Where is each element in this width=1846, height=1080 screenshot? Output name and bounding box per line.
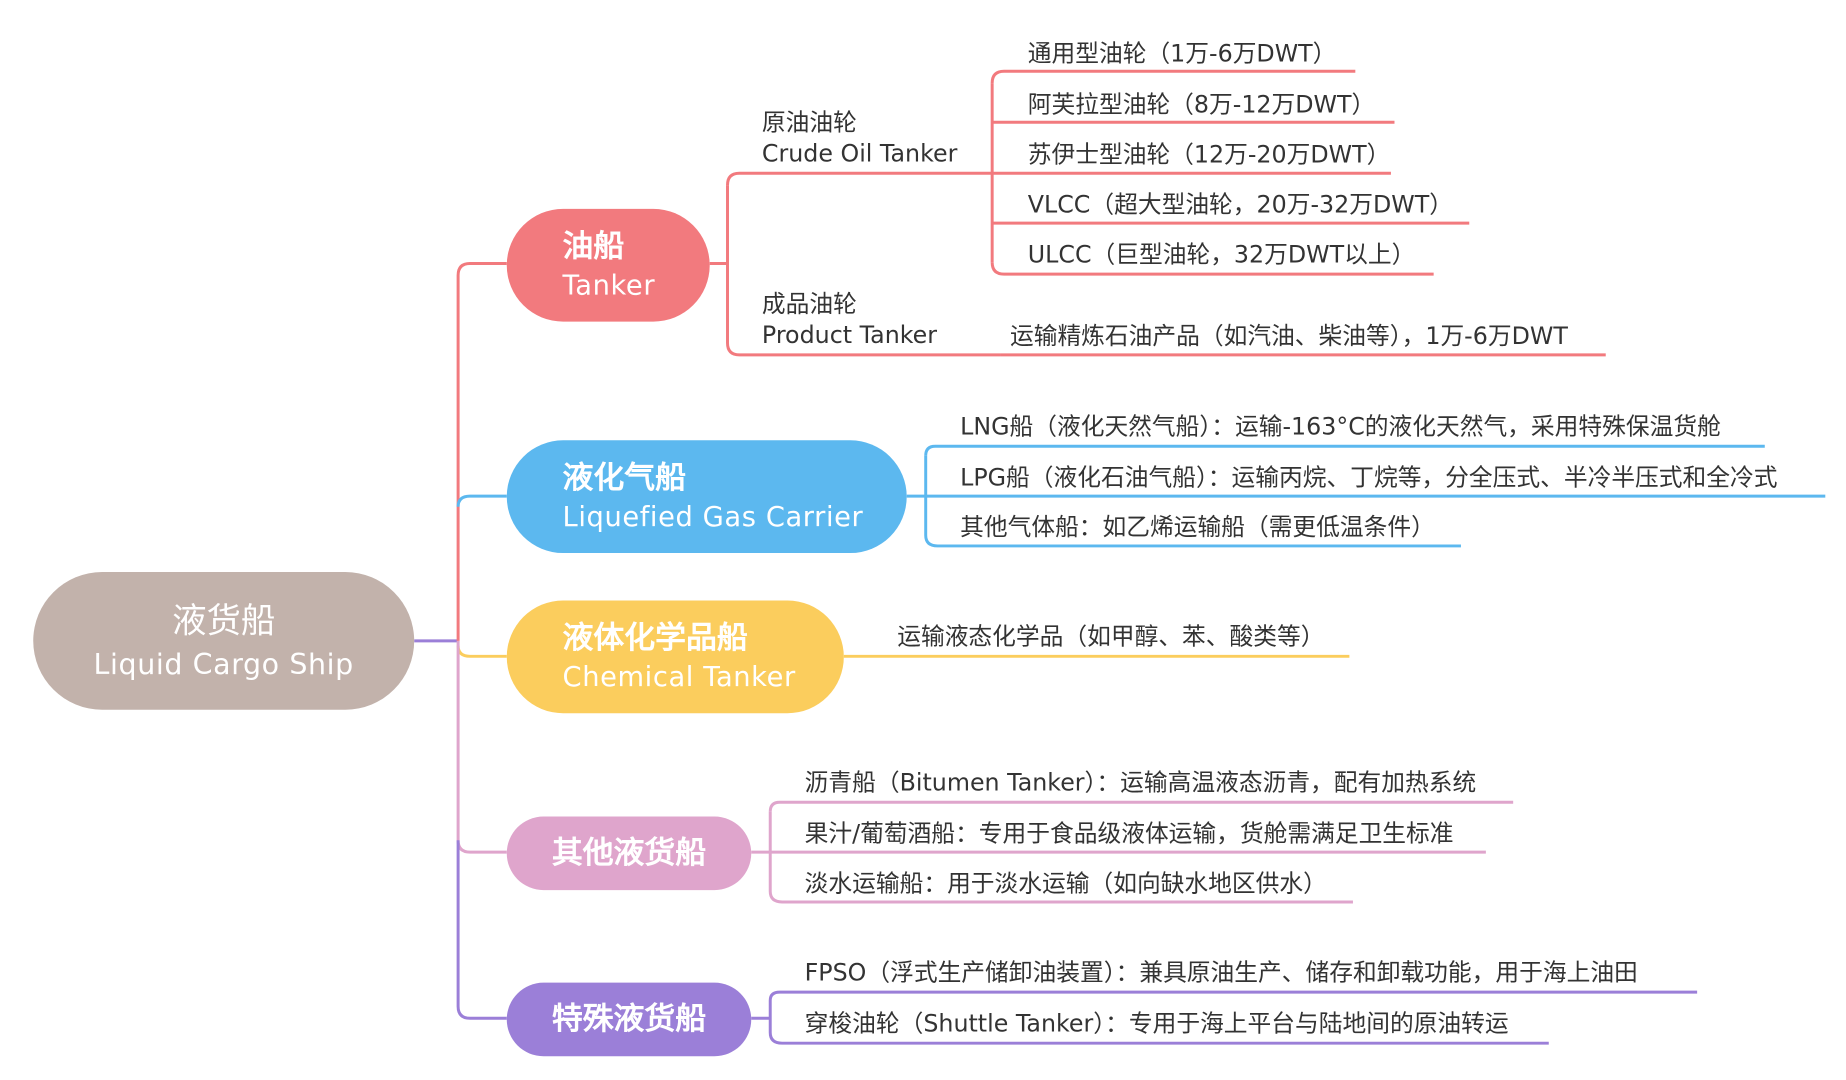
branch-other: 其他液货船	[506, 816, 752, 891]
crude-oil-tanker-zh: 原油油轮	[761, 107, 857, 137]
leaf-special-fpso: FPSO（浮式生产储卸油装置）：兼具原油生产、储存和卸载功能，用于海上油田	[804, 957, 1638, 987]
root-title-zh: 液货船	[172, 600, 276, 641]
branch-chemical-tanker: 液体化学品船 Chemical Tanker	[506, 600, 844, 714]
leaf-product-1: 运输精炼石油产品（如汽油、柴油等），1万-6万DWT	[1009, 321, 1568, 351]
branch-special-zh: 特殊液货船	[551, 1001, 707, 1038]
product-tanker-en: Product Tanker	[761, 320, 938, 349]
root-node: 液货船 Liquid Cargo Ship	[33, 572, 415, 710]
leaf-crude-2: 阿芙拉型油轮（8万-12万DWT）	[1027, 90, 1376, 119]
leaf-crude-3: 苏伊士型油轮（12万-20万DWT）	[1027, 140, 1391, 169]
branch-tanker-zh: 油船	[562, 228, 625, 265]
branch-gas-carrier: 液化气船 Liquefied Gas Carrier	[506, 440, 907, 554]
root-title-en: Liquid Cargo Ship	[93, 647, 354, 682]
branch-tanker-en: Tanker	[562, 269, 656, 301]
leaf-crude-1: 通用型油轮（1万-6万DWT）	[1027, 39, 1337, 68]
leaf-other-juice-wine: 果汁/葡萄酒船：专用于食品级液体运输，货舱需满足卫生标准	[804, 818, 1454, 848]
leaf-crude-5: ULCC（巨型油轮，32万DWT以上）	[1027, 239, 1416, 269]
crude-oil-tanker-en: Crude Oil Tanker	[761, 138, 958, 168]
product-tanker-zh: 成品油轮	[761, 289, 857, 319]
branch-chemical-zh: 液体化学品船	[562, 620, 748, 656]
branch-other-zh: 其他液货船	[551, 835, 707, 872]
leaf-crude-4: VLCC（超大型油轮，20万-32万DWT）	[1027, 189, 1453, 219]
branch-special: 特殊液货船	[506, 982, 752, 1057]
leaf-other-bitumen: 沥青船（Bitumen Tanker）：运输高温液态沥青，配有加热系统	[804, 767, 1477, 797]
branch-chemical-en: Chemical Tanker	[562, 661, 796, 693]
leaf-gas-lpg: LPG船（液化石油气船）：运输丙烷、丁烷等，分全压式、半冷半压式和全冷式	[960, 462, 1778, 492]
leaf-gas-lng: LNG船（液化天然气船）：运输-163°C的液化天然气，采用特殊保温货舱	[960, 411, 1721, 441]
leaf-chemical-1: 运输液态化学品（如甲醇、苯、酸类等）	[897, 621, 1325, 651]
leaf-gas-other: 其他气体船：如乙烯运输船（需更低温条件）	[960, 512, 1435, 542]
branch-gas-en: Liquefied Gas Carrier	[562, 501, 864, 533]
branch-tanker: 油船 Tanker	[506, 208, 710, 322]
branch-gas-zh: 液化气船	[562, 459, 686, 496]
leaf-special-shuttle: 穿梭油轮（Shuttle Tanker）：专用于海上平台与陆地间的原油转运	[804, 1008, 1509, 1038]
leaf-other-freshwater: 淡水运输船：用于淡水运输（如向缺水地区供水）	[804, 868, 1327, 898]
